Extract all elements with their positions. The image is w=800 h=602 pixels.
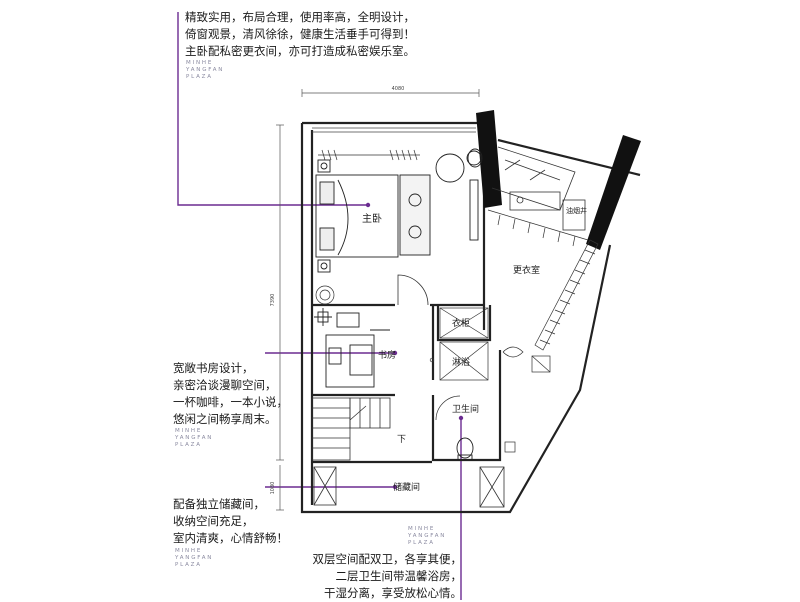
dressing-shelving — [487, 209, 599, 351]
brand-line: YANGFAN — [175, 435, 214, 441]
room-label-study: 书房 — [378, 349, 396, 361]
brand-line: YANGFAN — [408, 533, 447, 539]
note-line: 收纳空间充足， — [173, 514, 254, 528]
outer-wall — [300, 123, 612, 514]
note-line: 悠闲之间畅享周末。 — [173, 412, 277, 426]
note-line: 双层空间配双卫，各享其便， — [312, 552, 463, 566]
note-storage: 配备独立储藏间， 收纳空间充足， 室内清爽，心情舒畅！ — [173, 496, 288, 547]
note-bedroom: 精致实用，布局合理，使用率高，全明设计， 倚窗观景，清风徐徐，健康生活垂手可得到… — [185, 9, 415, 60]
brand-line: MINHE — [175, 428, 203, 434]
note-line: 室内清爽，心情舒畅！ — [173, 531, 288, 545]
annotation-leaders — [177, 12, 462, 600]
dimension-top: 4080 — [392, 86, 405, 92]
room-label-down: 下 — [397, 435, 406, 445]
brand-line: MINHE — [408, 526, 436, 532]
note-study: 宽敞书房设计， 亲密洽谈漫聊空间， 一杯咖啡，一本小说， 悠闲之间畅享周末。 — [173, 360, 288, 428]
room-label-dressing: 更衣室 — [513, 264, 540, 276]
room-label-shower: 淋浴 — [452, 356, 470, 368]
column-top — [476, 110, 502, 208]
balcony — [491, 146, 586, 231]
room-label-smoke-shaft: 油烟井 — [566, 206, 587, 215]
brand-line: YANGFAN — [186, 67, 225, 73]
note-line: 倚窗观景，清风徐徐，健康生活垂手可得到！ — [185, 27, 415, 41]
note-line: 二层卫生间带温馨浴房， — [335, 569, 463, 583]
brand-line: PLAZA — [175, 442, 202, 448]
brand-line: PLAZA — [186, 74, 213, 80]
dimension-lines — [276, 89, 480, 511]
brand-mark-bath: MINHE YANGFAN PLAZA — [408, 526, 446, 547]
window-top — [312, 127, 476, 133]
brand-line: MINHE — [186, 60, 214, 66]
leader-bedroom — [177, 12, 368, 206]
room-label-storage: 储藏间 — [393, 481, 420, 493]
brand-line: YANGFAN — [175, 555, 214, 561]
bed — [315, 159, 431, 273]
note-line: 亲密洽谈漫聊空间， — [173, 378, 277, 392]
leader-dot — [392, 350, 398, 356]
note-line: 精致实用，布局合理，使用率高，全明设计， — [185, 10, 415, 24]
note-line: 宽敞书房设计， — [173, 361, 254, 375]
room-label-master-bedroom: 主卧 — [362, 212, 382, 225]
note-line: 干湿分离，享受放松心情。 — [324, 586, 462, 600]
note-line: 一杯咖啡，一本小说， — [173, 395, 288, 409]
wardrobe-rail — [318, 149, 420, 161]
stairs — [311, 397, 391, 461]
dimension-left-bottom: 1080 — [270, 482, 276, 495]
toilet-icon — [456, 148, 483, 461]
bedroom-door — [397, 274, 429, 306]
room-label-bathroom: 卫生间 — [452, 403, 479, 415]
brand-line: PLAZA — [408, 540, 435, 546]
leader-dot — [458, 415, 464, 421]
note-line: 配备独立储藏间， — [173, 497, 265, 511]
storage-shelf — [313, 466, 505, 508]
closet-wall — [436, 305, 492, 342]
armchair — [435, 150, 482, 241]
leader-dot — [392, 484, 398, 490]
small-closet — [502, 346, 551, 453]
brand-line: MINHE — [175, 548, 203, 554]
brand-mark-study: MINHE YANGFAN PLAZA — [175, 428, 213, 449]
column-right — [586, 135, 641, 250]
study-furniture — [314, 308, 390, 388]
note-bath: 双层空间配双卫，各享其便， 二层卫生间带温馨浴房， 干湿分离，享受放松心情。 — [312, 551, 463, 602]
closet-hatch — [439, 307, 489, 339]
note-line: 主卧配私密更衣间，亦可打造成私密娱乐室。 — [185, 44, 415, 58]
shower — [429, 341, 489, 381]
bath-door — [435, 395, 461, 421]
leader-dot — [365, 202, 371, 208]
plant-icon — [315, 285, 335, 305]
walls — [300, 121, 641, 514]
brand-mark-storage: MINHE YANGFAN PLAZA — [175, 548, 213, 569]
brand-mark-bedroom: MINHE YANGFAN PLAZA — [186, 60, 224, 81]
leader-dots — [365, 202, 464, 490]
dimension-left: 7390 — [270, 294, 276, 307]
brand-line: PLAZA — [175, 562, 202, 568]
room-label-closet: 衣柜 — [452, 317, 470, 329]
